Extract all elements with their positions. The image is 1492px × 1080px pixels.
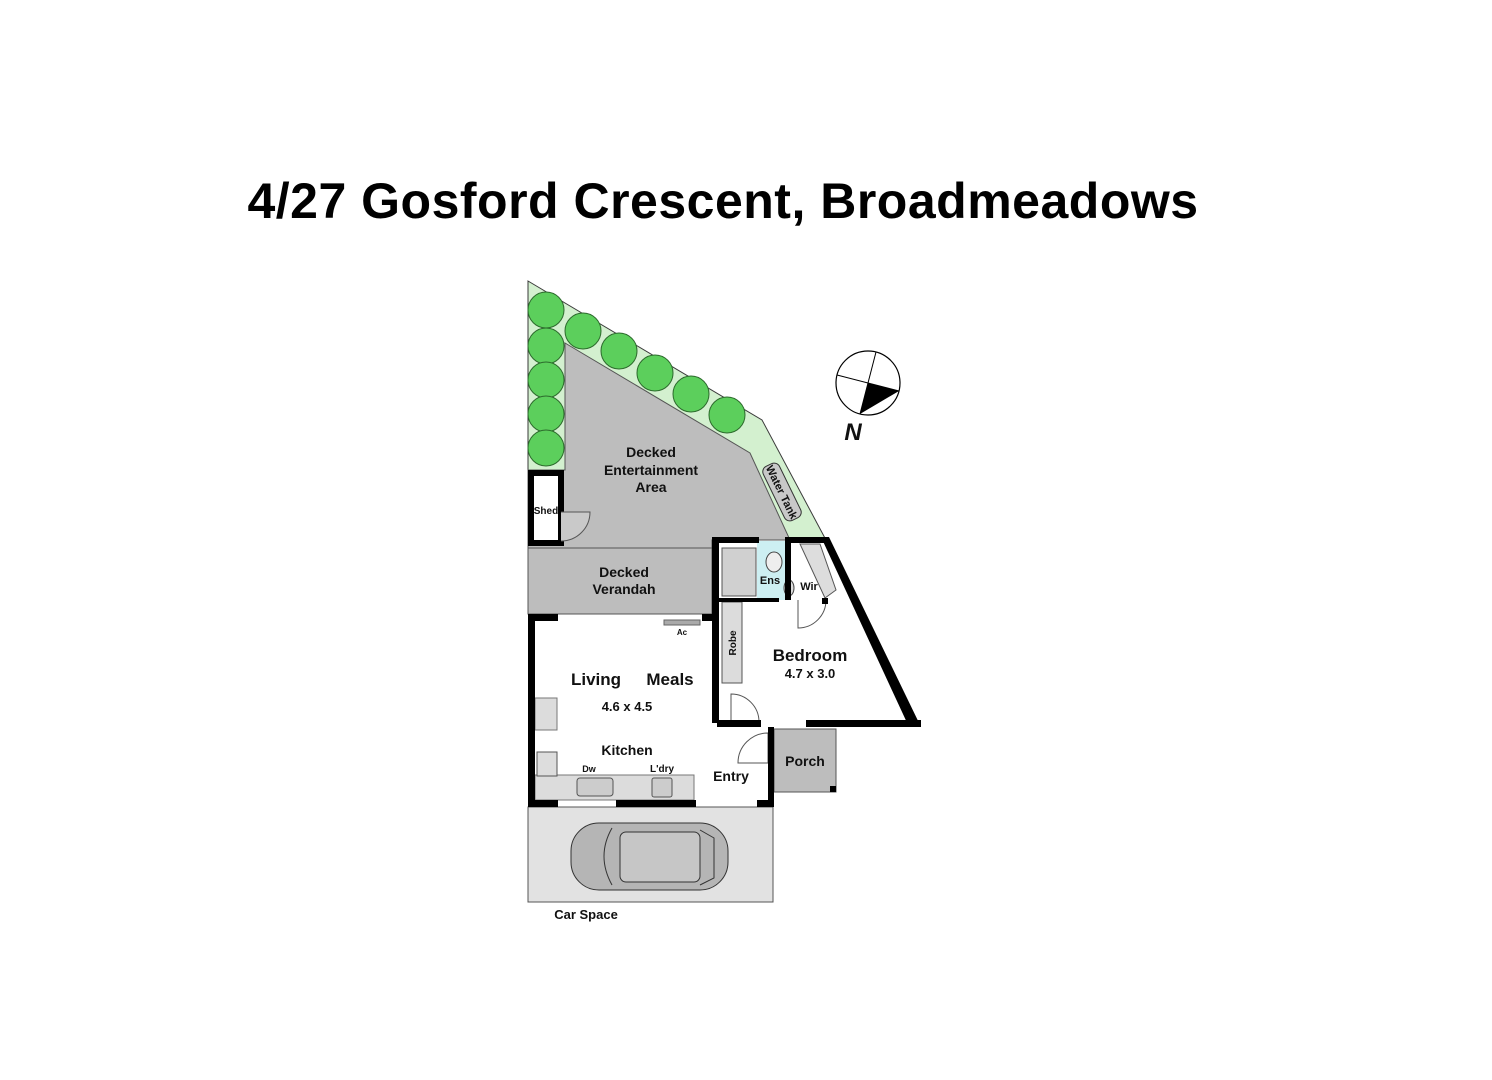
living-size: 4.6 x 4.5: [602, 699, 653, 714]
sink-icon: [576, 777, 614, 797]
tree-icon: [527, 361, 565, 399]
tree-icon: [527, 395, 565, 433]
decked-verandah: [527, 547, 713, 615]
bedroom-floor: [719, 600, 915, 723]
car-space-label: Car Space: [554, 907, 618, 922]
toilet-icon: [765, 551, 783, 573]
tree-icon: [708, 396, 746, 434]
car-icon: [570, 822, 729, 891]
shed-label: Shed: [534, 506, 558, 517]
shed-door: [560, 511, 591, 542]
laundry-label: L'dry: [650, 764, 674, 775]
deck-area-label: Entertainment: [604, 462, 698, 478]
tree-icon: [527, 291, 565, 329]
wir-label: Wir: [800, 581, 818, 593]
porch-label: Porch: [785, 753, 825, 769]
tree-icon: [672, 375, 710, 413]
shower-icon: [721, 547, 757, 597]
cooktop-icon: [536, 751, 558, 777]
north-label: N: [844, 419, 862, 446]
porch-post: [830, 786, 836, 792]
bedroom-size: 4.7 x 3.0: [785, 666, 836, 681]
entry-door: [737, 732, 769, 764]
dishwasher-label: Dw: [582, 764, 596, 774]
deck-area-label: Area: [635, 479, 666, 495]
compass-rose-icon: N: [835, 350, 901, 446]
ensuite-label: Ens: [760, 575, 780, 587]
wir-shelf: [799, 543, 837, 599]
ac-unit-icon: [663, 619, 701, 626]
pantry: [534, 697, 558, 731]
bedroom-label: Bedroom: [773, 646, 848, 665]
meals-label: Meals: [646, 670, 693, 689]
deck-area-label: Decked: [626, 444, 676, 460]
bedroom-door: [797, 599, 827, 629]
porch: [773, 728, 837, 793]
tree-icon: [636, 354, 674, 392]
robe-label: Robe: [728, 630, 739, 655]
walls: [528, 537, 921, 807]
ac-label: Ac: [677, 628, 688, 637]
kitchen-label: Kitchen: [601, 742, 652, 758]
verandah-label: Verandah: [592, 581, 655, 597]
tree-icon: [564, 312, 602, 350]
verandah-label: Decked: [599, 564, 649, 580]
trees: [527, 291, 746, 467]
tree-icon: [527, 429, 565, 467]
tree-icon: [600, 332, 638, 370]
page-title: 4/27 Gosford Crescent, Broadmeadows: [247, 173, 1199, 229]
tree-icon: [527, 327, 565, 365]
shed: [528, 470, 564, 546]
laundry-tub-icon: [651, 777, 673, 798]
living-label: Living: [571, 670, 621, 689]
entry-label: Entry: [713, 768, 749, 784]
